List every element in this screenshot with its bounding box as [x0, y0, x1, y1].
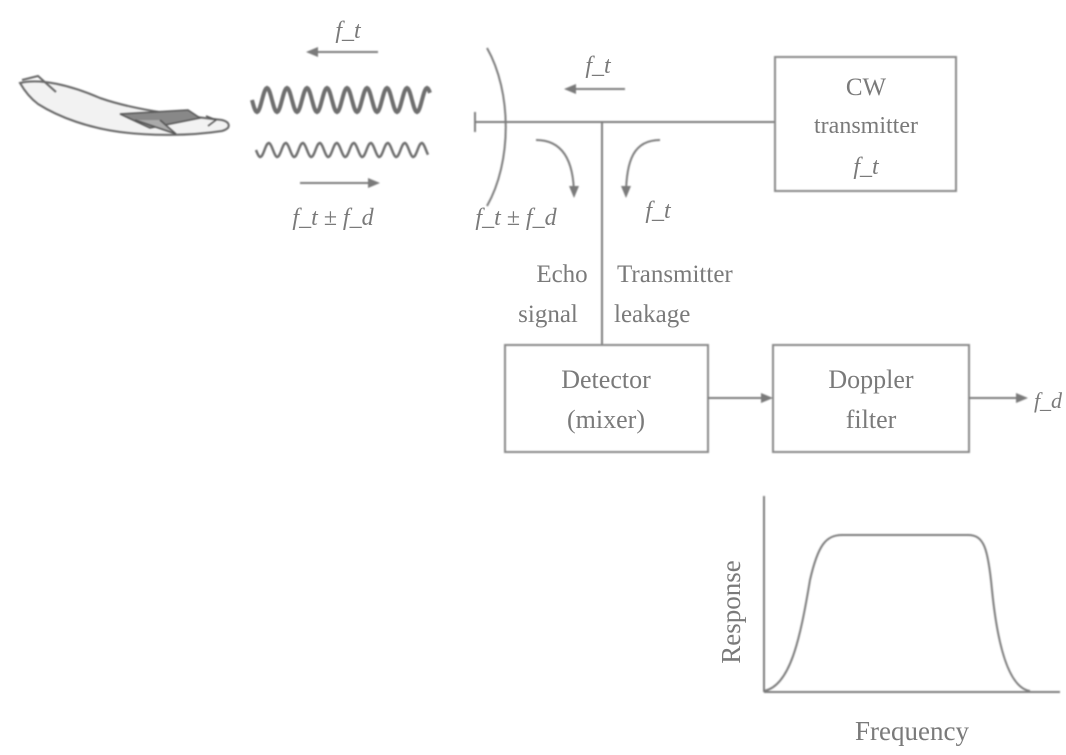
ft-top-label: f_t — [335, 18, 362, 44]
transmitter-leakage-label-2: leakage — [614, 301, 690, 328]
cw-transmitter-box — [774, 56, 957, 192]
transmitter-label: transmitter — [814, 113, 918, 139]
echo-curve-arrow — [535, 139, 579, 198]
doppler-filter-box — [772, 344, 970, 453]
response-curve — [763, 534, 1031, 692]
transmitter-label-cw: CW — [846, 74, 887, 101]
echo-signal-label-1: Echo — [536, 261, 587, 288]
transmitter-freq-label: f_t — [853, 154, 880, 180]
echo-signal-label-2: signal — [518, 301, 578, 328]
leak-freq-label: f_t — [645, 198, 672, 224]
response-ylabel: Response — [716, 560, 746, 664]
doppler-label-2: filter — [846, 405, 897, 434]
ft-mid-label: f_t — [585, 53, 612, 79]
detector-box — [504, 344, 709, 453]
transmitted-wave — [250, 85, 432, 115]
response-xlabel: Frequency — [855, 716, 969, 746]
airplane-icon — [18, 74, 230, 136]
echo-freq-right-label: f_t ± f_d — [475, 205, 557, 231]
echo-wave — [254, 141, 430, 159]
detector-label-2: (mixer) — [567, 405, 645, 434]
leakage-curve-arrow — [621, 139, 661, 198]
echo-freq-label: f_t ± f_d — [292, 205, 374, 231]
doppler-label-1: Doppler — [828, 365, 914, 394]
transmitter-leakage-label-1: Transmitter — [617, 261, 733, 288]
detector-label-1: Detector — [561, 365, 651, 394]
antenna-dish — [486, 47, 507, 207]
output-freq-label: f_d — [1034, 388, 1063, 413]
